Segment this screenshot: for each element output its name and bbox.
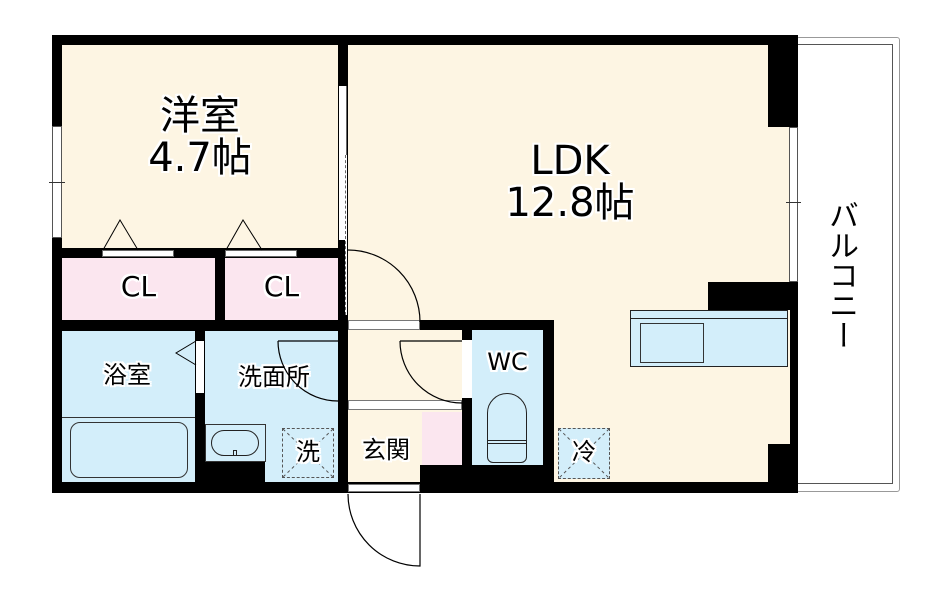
- washer-space: [282, 428, 334, 478]
- kitchen-counter: [630, 310, 788, 367]
- bathtub: [70, 422, 188, 478]
- balcony: [796, 37, 900, 492]
- sink-cabinet: [205, 462, 265, 482]
- fridge-space: [558, 428, 610, 479]
- shoe-cabinet: [422, 412, 462, 465]
- sink: [205, 424, 266, 462]
- balcony-label: バルコニー: [823, 200, 858, 350]
- kitchen-sink: [640, 323, 704, 363]
- western-room: [62, 45, 338, 248]
- washer-label: 洗: [296, 438, 320, 466]
- toilet-bowl: [487, 393, 527, 463]
- entrance: [348, 412, 422, 482]
- closet-2-door: [225, 250, 297, 257]
- front-door[interactable]: [348, 484, 420, 492]
- window-ldk-balcony[interactable]: [789, 127, 798, 282]
- entrance-label: 玄関: [362, 436, 410, 464]
- closet-1-door: [102, 250, 174, 257]
- closet-1: [62, 258, 215, 320]
- closet-2-label: CL: [263, 270, 300, 303]
- western-room-label: 洋室 4.7帖: [148, 93, 252, 181]
- closet-1-label: CL: [120, 270, 157, 303]
- toilet-label: WC: [487, 348, 528, 376]
- ldk-label: LDK 12.8帖: [505, 138, 635, 226]
- washroom: [205, 331, 338, 482]
- fridge-label: 冷: [572, 438, 596, 466]
- bathroom-door: [196, 341, 204, 393]
- bathroom: [62, 331, 195, 482]
- bathroom-label: 浴室: [103, 361, 151, 389]
- closet-2: [225, 258, 338, 320]
